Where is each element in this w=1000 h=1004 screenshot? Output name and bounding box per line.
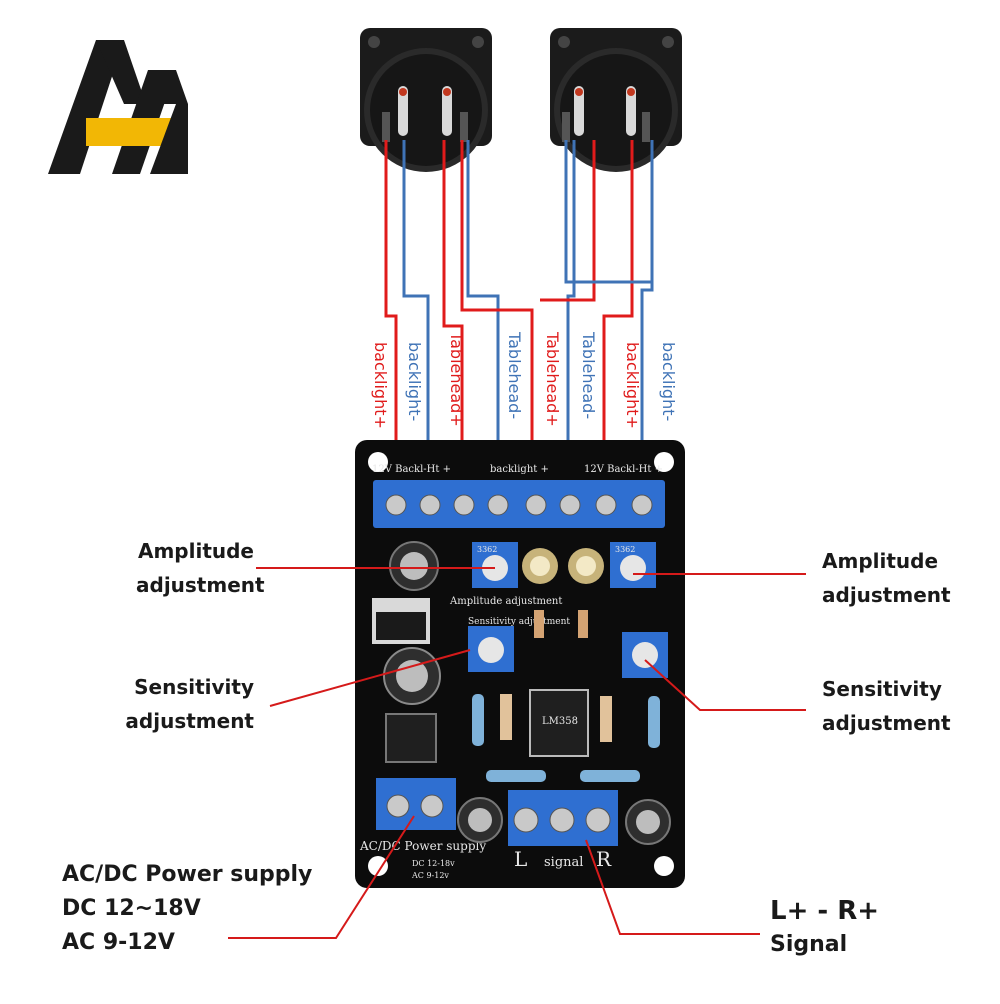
callout-power-line3: AC 9-12V: [62, 930, 175, 955]
callout-power-line2: DC 12~18V: [62, 896, 201, 921]
wire-label-tablehead-minus-1: Tablehead-: [505, 332, 524, 420]
wire-tablehead-plus-2: [540, 140, 596, 302]
vu-meter-right: [550, 28, 682, 172]
wire-backlight-minus-2: [640, 140, 654, 500]
callout-power: AC/DC Power supply DC 12~18V AC 9-12V: [62, 858, 312, 960]
callout-amplitude-left-line2: adjustment: [136, 573, 265, 597]
callout-sensitivity-right: Sensitivity adjustment: [822, 672, 951, 740]
callout-amplitude-left: Amplitude adjustment: [136, 534, 265, 602]
wire-tablehead-plus-1: [442, 140, 464, 500]
vu-meter-left: [360, 28, 492, 172]
callout-sensitivity-left: Sensitivity adjustment: [124, 670, 254, 738]
callout-amplitude-right-line2: adjustment: [822, 583, 951, 607]
pcb-sens-label: Sensitivity adjustment: [468, 617, 570, 627]
callout-power-line1: AC/DC Power supply: [62, 862, 313, 887]
pcb-power-label: AC/DC Power supply: [359, 839, 486, 853]
wire-tablehead-minus-2: [566, 140, 576, 500]
wire-label-backlight-plus-1: backlight+: [371, 342, 390, 429]
svg-text:3362: 3362: [477, 545, 497, 554]
wire-label-backlight-plus-2: backlight+: [623, 342, 642, 429]
wire-tablehead-minus-2b: [564, 140, 652, 284]
pcb-header-mid: backlight +: [490, 464, 549, 475]
pcb-power-spec-2: AC 9-12v: [411, 871, 449, 880]
callout-line-signal: [585, 839, 760, 935]
callout-signal: L+ - R+ Signal: [770, 894, 879, 962]
pcb-header-right: 12V Backl-Ht +: [584, 464, 663, 475]
pcb-signal-l: L: [514, 847, 527, 871]
wire-label-tablehead-minus-2: Tablehead-: [579, 332, 598, 420]
callout-line-sensitivity-right: [644, 659, 806, 711]
wire-label-tablehead-plus-2: Tablehead+: [543, 332, 562, 427]
callout-line-power: [228, 815, 415, 939]
pcb-signal-r: R: [596, 847, 612, 871]
callout-amplitude-right-line1: Amplitude: [822, 549, 939, 573]
svg-text:3362: 3362: [615, 545, 635, 554]
callout-signal-line2: Signal: [770, 932, 848, 957]
wire-tablehead-plus-1b: [460, 140, 534, 500]
callout-sensitivity-right-line1: Sensitivity: [822, 677, 942, 701]
pcb-signal-label: signal: [544, 855, 583, 870]
wire-label-backlight-minus-1: backlight-: [405, 342, 424, 422]
wire-tablehead-minus-1: [466, 140, 500, 500]
callout-amplitude-right: Amplitude adjustment: [822, 544, 951, 612]
terminal-screws-top: [385, 494, 653, 516]
wire-label-backlight-minus-2: backlight-: [659, 342, 678, 422]
pcb-header-left: 12V Backl-Ht +: [372, 464, 451, 475]
callout-signal-line1: L+ - R+: [770, 896, 880, 926]
callout-sensitivity-left-line2: adjustment: [125, 709, 254, 733]
wire-backlight-plus-2: [602, 140, 634, 500]
callout-sensitivity-left-line1: Sensitivity: [134, 675, 254, 699]
pcb-board: 12V Backl-Ht + backlight + 12V Backl-Ht …: [355, 440, 685, 888]
pcb-power-spec-1: DC 12-18v: [412, 859, 455, 868]
wire-label-tablehead-plus-1: Tablehead+: [447, 332, 466, 427]
callout-lines: [228, 567, 806, 939]
wire-backlight-plus-1: [384, 140, 398, 496]
wires: [384, 140, 654, 500]
brand-logo: [48, 40, 188, 174]
pcb-ic: LM358: [542, 716, 578, 727]
wire-backlight-minus-1: [402, 140, 430, 500]
pcb-amp-label: Amplitude adjustment: [449, 596, 562, 607]
callout-sensitivity-right-line2: adjustment: [822, 711, 951, 735]
callout-amplitude-left-line1: Amplitude: [137, 539, 254, 563]
callout-line-sensitivity-left: [269, 649, 471, 707]
